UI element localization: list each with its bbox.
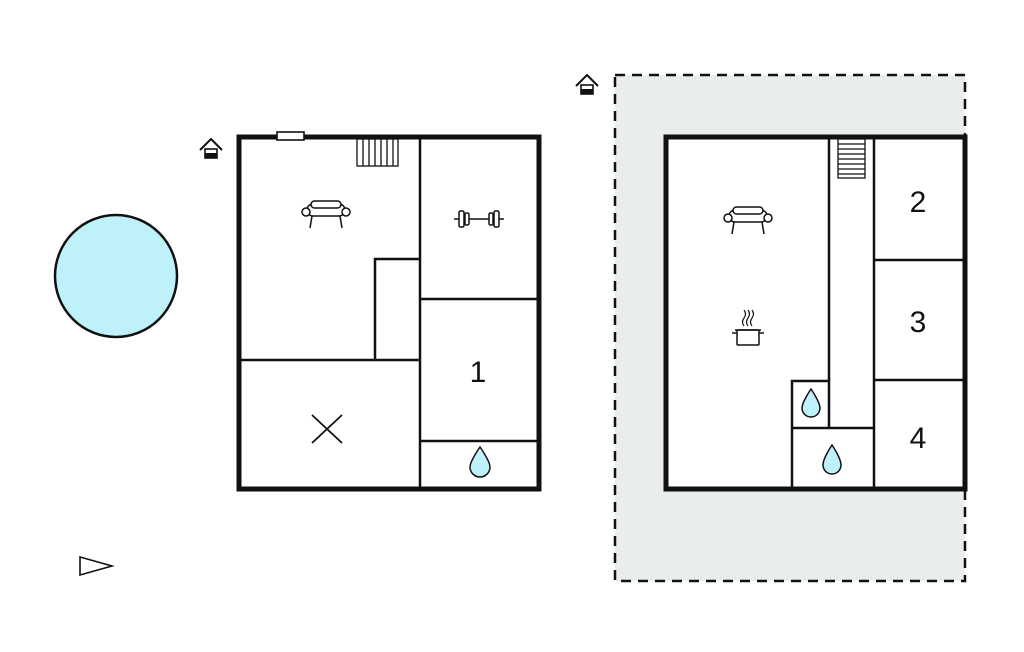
house-entrance-icon <box>575 73 599 95</box>
left-interior-walls <box>239 137 539 489</box>
window-icon <box>276 131 305 141</box>
sofa-icon <box>301 200 351 229</box>
north-arrow-icon <box>79 555 115 577</box>
building-left: 1 <box>199 131 542 492</box>
water-drop-icon <box>822 443 842 475</box>
room-label-bedroom-4: 4 <box>910 422 927 455</box>
right-outer-wall <box>663 134 968 492</box>
stairs-icon <box>356 138 399 167</box>
house-entrance-icon <box>199 137 223 159</box>
cross-icon <box>311 414 343 444</box>
water-drop-icon <box>801 387 821 418</box>
right-interior-walls <box>790 137 965 489</box>
cooking-pot-icon <box>732 309 764 346</box>
room-label-bedroom-3: 3 <box>910 306 927 339</box>
dumbbell-icon <box>454 210 504 228</box>
room-label-bedroom-2: 2 <box>910 186 927 219</box>
stairs-icon <box>837 138 866 179</box>
pool-icon <box>53 213 179 339</box>
building-right: 2 3 4 <box>575 73 968 583</box>
left-outer-wall <box>236 134 542 492</box>
room-label-bedroom-1: 1 <box>470 356 487 389</box>
sofa-icon <box>723 206 773 235</box>
water-drop-icon <box>469 445 491 478</box>
